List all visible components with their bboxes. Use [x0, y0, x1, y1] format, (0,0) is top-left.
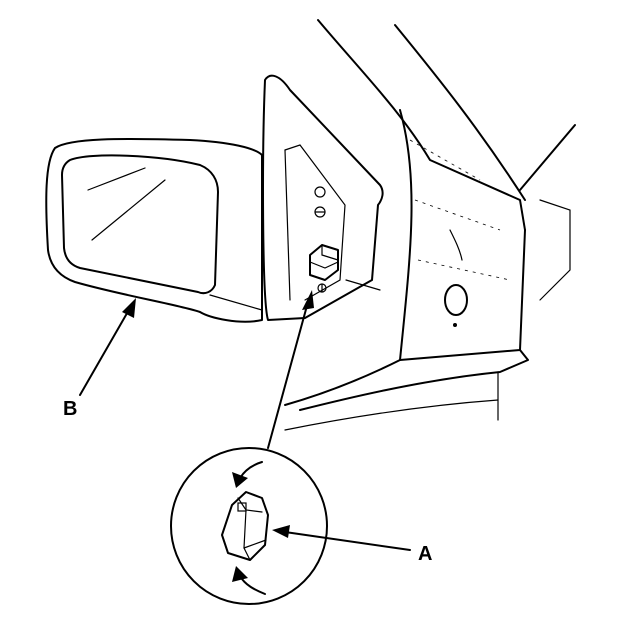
detail-circle	[170, 447, 328, 605]
mirror-housing	[45, 137, 263, 323]
mirror-base-plate	[262, 74, 384, 321]
label-a: A	[418, 543, 432, 565]
arrow-to-a	[272, 525, 411, 551]
label-b: B	[63, 398, 77, 420]
plate-connector	[309, 244, 339, 281]
detail-leader-arrow	[267, 290, 314, 449]
arrow-to-b	[79, 298, 136, 396]
door-panel	[284, 19, 576, 431]
